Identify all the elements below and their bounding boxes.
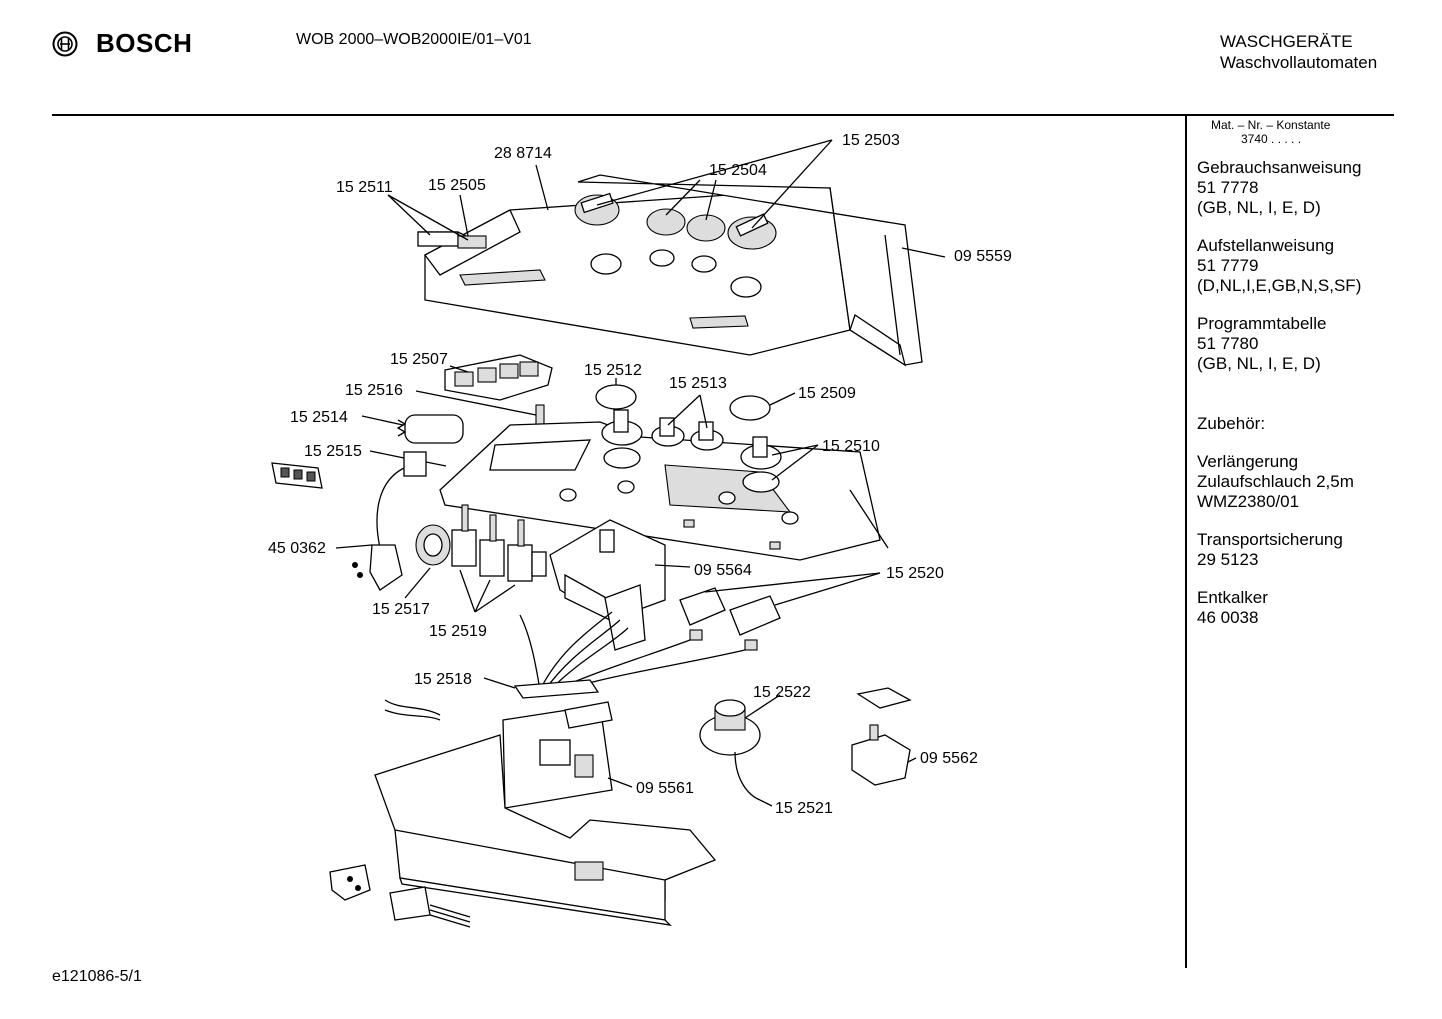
programmer-unit [549, 519, 666, 651]
accessory-block: Transportsicherung 29 5123 [1197, 530, 1427, 570]
plug-connectors [329, 864, 471, 928]
material-constant-value: 3740 . . . . . [1241, 132, 1302, 146]
accessory-name: Transportsicherung [1197, 530, 1343, 549]
doc-title: Programmtabelle [1197, 314, 1327, 333]
accessory-block: Entkalker 46 0038 [1197, 588, 1427, 628]
part-labels: 15 2503 28 8714 15 2504 15 2511 15 2505 … [268, 132, 1012, 817]
part-label-152515: 15 2515 [304, 443, 362, 460]
accessory-name: Verlängerung [1197, 452, 1299, 471]
accessory-name: Entkalker [1197, 588, 1268, 607]
bosch-armature-icon [52, 31, 78, 56]
part-label-095561: 09 5561 [636, 780, 694, 797]
push-buttons [417, 231, 487, 249]
door-lock-motor [851, 687, 912, 786]
part-label-152509: 15 2509 [798, 385, 856, 402]
part-label-152513: 15 2513 [669, 375, 727, 392]
model-title: WOB 2000–WOB2000IE/01–V01 [296, 31, 532, 48]
part-label-152514: 15 2514 [290, 409, 348, 426]
exploded-parts-diagram: 15 2503 28 8714 15 2504 15 2511 15 2505 … [268, 132, 1012, 928]
program-knobs [574, 192, 777, 250]
doc-block: Gebrauchsanweisung 51 7778 (GB, NL, I, E… [1197, 158, 1427, 218]
doc-block: Aufstellanweisung 51 7779 (D,NL,I,E,GB,N… [1197, 236, 1427, 296]
header-divider [52, 114, 1394, 116]
part-label-152504: 15 2504 [709, 162, 767, 179]
suppressor [396, 414, 464, 444]
part-label-152516: 15 2516 [345, 382, 403, 399]
doc-languages: (GB, NL, I, E, D) [1197, 354, 1321, 373]
potentiometers [451, 504, 547, 582]
part-label-095559: 09 5559 [954, 248, 1012, 265]
doc-number: 51 7780 [1197, 334, 1259, 353]
part-label-095564: 09 5564 [694, 562, 752, 579]
terminal-connectors [679, 587, 781, 651]
facia-panel [577, 174, 923, 367]
mains-plug [352, 544, 403, 591]
material-constant: Mat. – Nr. – Konstante 3740 . . . . . [1197, 118, 1427, 146]
choke-coil [415, 524, 451, 566]
sidebar-divider [1185, 116, 1187, 968]
pressure-switch [699, 699, 761, 756]
part-label-152518: 15 2518 [414, 671, 472, 688]
part-label-152520: 15 2520 [886, 565, 944, 582]
part-label-152507: 15 2507 [390, 351, 448, 368]
sidebar: Mat. – Nr. – Konstante 3740 . . . . . Ge… [1197, 118, 1427, 628]
doc-languages: (GB, NL, I, E, D) [1197, 198, 1321, 217]
material-constant-label: Mat. – Nr. – Konstante [1211, 118, 1331, 132]
pressure-hose [734, 751, 761, 801]
drawing-code: e121086-5/1 [52, 968, 142, 985]
part-label-152521: 15 2521 [775, 800, 833, 817]
doc-languages: (D,NL,I,E,GB,N,S,SF) [1197, 276, 1362, 295]
category-line-2: Waschvollautomaten [1220, 53, 1378, 72]
doc-title: Gebrauchsanweisung [1197, 158, 1362, 177]
part-label-152519: 15 2519 [429, 623, 487, 640]
accessory-number: 29 5123 [1197, 550, 1259, 569]
switch-block [444, 354, 553, 401]
brand-name: BOSCH [96, 28, 193, 58]
mains-switch [403, 451, 447, 477]
lamp-holders [271, 462, 323, 489]
accessory-name-2: Zulaufschlauch 2,5m [1197, 472, 1354, 491]
leader-lines [335, 139, 946, 807]
part-label-095562: 09 5562 [920, 750, 978, 767]
knob-caps [595, 384, 771, 421]
category: WASCHGERÄTE Waschvollautomaten [1220, 31, 1377, 73]
mains-cable [376, 467, 405, 549]
part-label-152522: 15 2522 [753, 684, 811, 701]
doc-block: Programmtabelle 51 7780 (GB, NL, I, E, D… [1197, 314, 1427, 374]
part-label-152510: 15 2510 [822, 438, 880, 455]
loose-wires [384, 699, 441, 721]
part-label-152505: 15 2505 [428, 177, 486, 194]
part-label-450362: 45 0362 [268, 540, 326, 557]
module-housing [374, 734, 717, 926]
electronic-module [502, 701, 613, 809]
accessory-number: 46 0038 [1197, 608, 1259, 627]
wiring-harness [513, 611, 746, 699]
part-label-152512: 15 2512 [584, 362, 642, 379]
part-label-152517: 15 2517 [372, 601, 430, 618]
brand-logo: BOSCH [52, 28, 192, 59]
doc-number: 51 7779 [1197, 256, 1259, 275]
doc-title: Aufstellanweisung [1197, 236, 1335, 255]
doc-number: 51 7778 [1197, 178, 1259, 197]
part-label-152503: 15 2503 [842, 132, 900, 149]
category-line-1: WASCHGERÄTE [1220, 32, 1353, 51]
accessory-block: Verlängerung Zulaufschlauch 2,5m WMZ2380… [1197, 452, 1427, 512]
accessories-title: Zubehör: [1197, 414, 1266, 433]
accessory-number: WMZ2380/01 [1197, 492, 1300, 511]
part-label-288714: 28 8714 [494, 145, 552, 162]
part-label-152511: 15 2511 [336, 179, 393, 196]
panel-cover [424, 187, 851, 356]
